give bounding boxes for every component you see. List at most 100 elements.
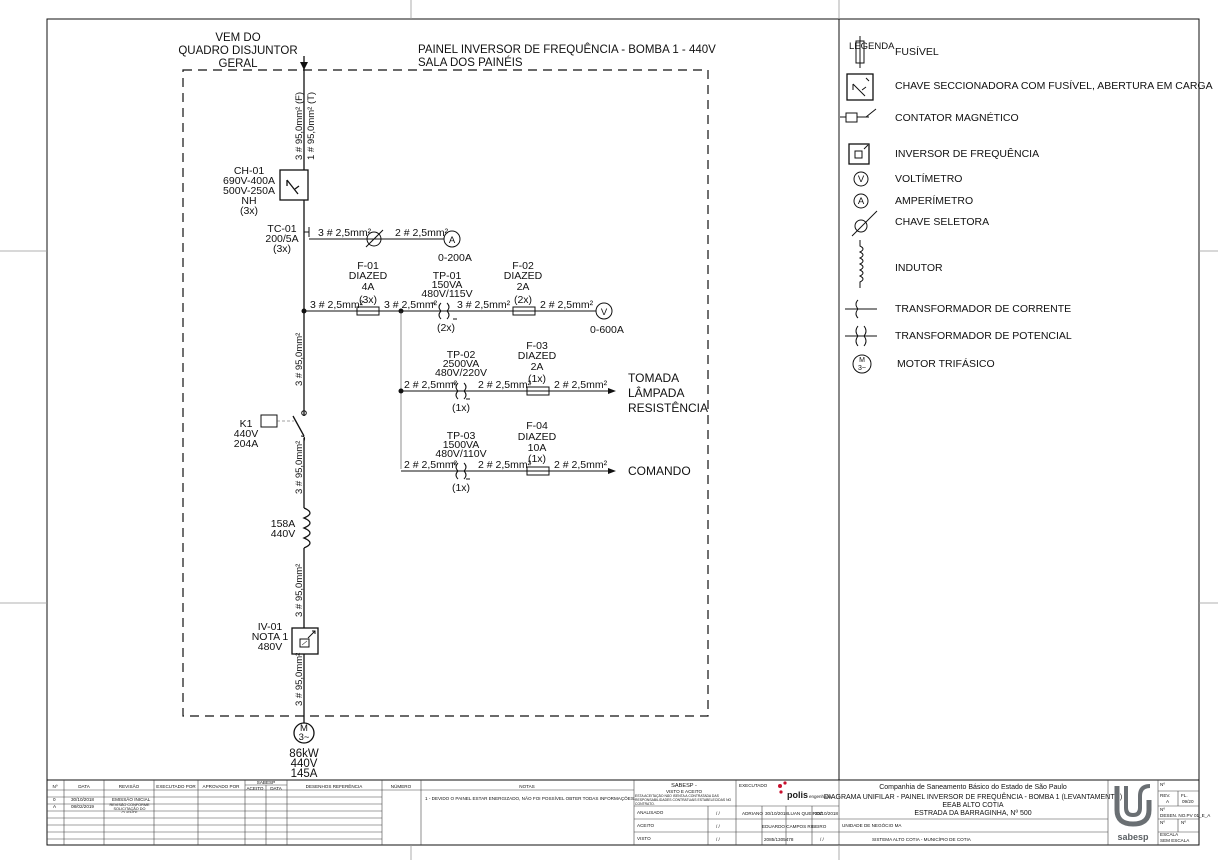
svg-text:480V/220V: 480V/220V — [435, 367, 487, 379]
svg-text:1500VA: 1500VA — [443, 439, 480, 451]
svg-text:08/02/2019: 08/02/2019 — [71, 804, 94, 809]
svg-text:A: A — [53, 804, 57, 809]
ch01-label: CH-01 690V-400A 500V-250A NH (3x) — [223, 165, 275, 217]
svg-text:Nº: Nº — [1160, 807, 1165, 812]
svg-text:500V-250A: 500V-250A — [223, 185, 275, 197]
cable-f01-out-label: 3 # 2,5mm² — [384, 299, 438, 311]
svg-text:2500VA: 2500VA — [443, 358, 480, 370]
legend-selector-slash — [851, 210, 878, 237]
iv01-inverter-icon — [291, 627, 319, 655]
svg-text:/ /: / / — [716, 811, 721, 816]
svg-text:REV.: REV. — [1160, 793, 1170, 798]
tp02-transformer-icon — [452, 382, 470, 400]
svg-text:GERAL: GERAL — [219, 58, 259, 70]
svg-text:Nº: Nº — [1181, 820, 1186, 825]
legend-switch-icon — [846, 73, 874, 101]
legend-item-selector: CHAVE SELETORA — [895, 216, 989, 228]
svg-text:DATA: DATA — [78, 784, 91, 789]
legend-inductor-icon — [858, 240, 864, 288]
panel-boundary — [182, 69, 709, 717]
tp01-label: TP-01 150VA 480V/115V (2x) — [421, 270, 472, 334]
revision-grid — [47, 780, 1199, 845]
legend-ct-icon — [845, 299, 877, 319]
rev-row-a-desc-wrap: REVISÃO CONFORME SOLICITAÇÃO DO CLIENTE — [109, 803, 149, 813]
sabesp-logo-text: sabesp — [1117, 832, 1149, 842]
inductor-label: 158A 440V — [271, 518, 296, 540]
legend-voltmeter-glyph: V — [858, 174, 865, 185]
tc01-label: TC-01 200/5A (3x) — [265, 223, 298, 255]
amp-cable-label: 2 # 2,5mm² — [395, 227, 449, 239]
iv01-inner-box — [299, 638, 310, 648]
svg-text:/ /: / / — [820, 837, 825, 842]
svg-text:(3x): (3x) — [273, 243, 291, 255]
title-block: Nº DATA REVISÃO EXECUTADO POR APROVADO P… — [47, 779, 1211, 845]
svg-text:(1x): (1x) — [528, 373, 546, 385]
sabesp-box-title: SABESP - — [671, 783, 697, 789]
svg-text:F-02: F-02 — [512, 260, 534, 272]
svg-text:440V: 440V — [291, 758, 318, 770]
bus-cable-2-label: 3 # 95,0mm² — [294, 441, 305, 494]
iv01-arrow — [307, 630, 316, 639]
cable-volt-label: 2 # 2,5mm² — [540, 299, 594, 311]
cable-tp03-in-label: 2 # 2,5mm² — [404, 459, 458, 471]
feeder-cable-f: 3 # 95,0mm² (F) — [294, 92, 305, 160]
svg-text:IV-01: IV-01 — [258, 621, 283, 633]
svg-text:TP-03: TP-03 — [447, 430, 476, 442]
ammeter-icon — [443, 230, 461, 248]
svg-text:145A: 145A — [291, 768, 318, 780]
svg-text:APROVADO POR: APROVADO POR — [203, 784, 241, 789]
polis-logo-text: polis — [787, 790, 808, 800]
polis-logo-sub: engenharia — [809, 794, 832, 799]
inductor-icon — [302, 507, 311, 549]
svg-text:RESISTÊNCIA: RESISTÊNCIA — [628, 400, 708, 415]
svg-text:DIAZED: DIAZED — [504, 270, 543, 282]
svg-text:150VA: 150VA — [432, 279, 463, 291]
cable-tp02-out-label: 2 # 2,5mm² — [478, 379, 532, 391]
svg-text:ACEITO: ACEITO — [246, 786, 263, 791]
svg-text:DESEN. NO.PV 01_E_A: DESEN. NO.PV 01_E_A — [1160, 813, 1211, 818]
sabesp-logo: sabesp — [1114, 784, 1152, 842]
approval-labels: ANALISADO ACEITO VISTO — [637, 810, 664, 841]
svg-text:DESENHOS REFERÊNCIA: DESENHOS REFERÊNCIA — [306, 782, 364, 789]
svg-text:Nº: Nº — [1160, 782, 1165, 787]
svg-text:200/5A: 200/5A — [265, 233, 298, 245]
svg-text:F-03: F-03 — [526, 340, 548, 352]
voltmeter-icon — [595, 302, 613, 320]
svg-text:Nº: Nº — [1160, 820, 1165, 825]
k1-coil-icon — [260, 414, 278, 428]
k1-contact-top — [301, 410, 307, 416]
load-1-label: TOMADA LÂMPADA RESISTÊNCIA — [628, 371, 708, 415]
svg-text:(1x): (1x) — [452, 402, 470, 414]
source-label: VEM DO QUADRO DISJUNTOR GERAL — [178, 32, 297, 70]
note-1: 1 - DEVIDO O PAINEL ESTAR ENERGIZADO, NÃ… — [425, 795, 635, 801]
svg-text:204A: 204A — [234, 438, 259, 450]
svg-text:86kW: 86kW — [289, 748, 319, 760]
revision-headers: Nº DATA REVISÃO EXECUTADO POR APROVADO P… — [53, 780, 535, 791]
svg-text:Nº: Nº — [53, 784, 58, 789]
panel-subtitle: SALA DOS PAINÉIS — [418, 56, 523, 69]
svg-text:/ /: / / — [716, 837, 721, 842]
cable-f01-in-label: 3 # 2,5mm² — [310, 299, 364, 311]
motor-symbol-m: M — [300, 723, 308, 734]
svg-text:2A: 2A — [517, 281, 530, 293]
svg-text:(2x): (2x) — [437, 322, 455, 334]
f04-fuse-icon — [526, 466, 550, 476]
ch01-switch-blade — [286, 179, 300, 195]
svg-text:480V: 480V — [258, 641, 283, 653]
legend-item-contactor: CONTATOR MAGNÉTICO — [895, 111, 1019, 124]
svg-text:REVISÃO: REVISÃO — [119, 783, 140, 789]
legend-item-ammeter: AMPERÍMETRO — [895, 194, 973, 207]
iv01-label: IV-01 NOTA 1 480V — [252, 621, 289, 653]
svg-text:ADRIANO: ADRIANO — [742, 811, 763, 816]
f03-fuse-icon — [526, 386, 550, 396]
svg-text:2A: 2A — [531, 361, 544, 373]
legend-voltmeter-icon — [853, 171, 869, 187]
station-name: EEAB ALTO COTIA — [942, 802, 1004, 809]
svg-text:EDUARDO CAMPOS RIBEIRO: EDUARDO CAMPOS RIBEIRO — [762, 824, 827, 829]
feeder-arrow — [300, 62, 308, 70]
svg-text:A: A — [1166, 799, 1170, 804]
legend-item-fuse: FUSÍVEL — [895, 45, 939, 58]
svg-text:TP-01: TP-01 — [433, 270, 462, 282]
legend-inverter-icon — [848, 143, 870, 165]
